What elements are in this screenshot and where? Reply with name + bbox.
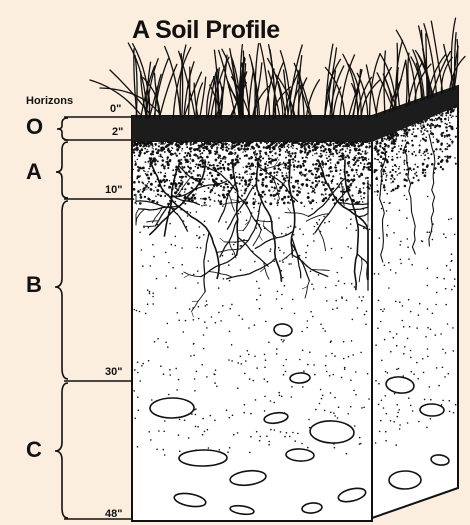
o-horizon-band xyxy=(132,116,372,142)
horizon-a-label: A xyxy=(26,159,42,185)
horizons-heading: Horizons xyxy=(26,95,73,107)
depth-label-10: 10" xyxy=(105,184,122,196)
b-horizon-brace xyxy=(55,201,68,379)
horizon-c-label: C xyxy=(26,437,42,463)
diagram-title: A Soil Profile xyxy=(132,16,280,45)
depth-label-0: 0" xyxy=(110,103,121,115)
horizon-b-label: B xyxy=(26,272,42,298)
c-horizon-brace xyxy=(55,383,68,518)
depth-label-48: 48" xyxy=(105,508,122,520)
depth-label-2: 2" xyxy=(112,126,123,138)
a-horizon-brace xyxy=(56,142,68,198)
soil-front-face xyxy=(132,116,372,521)
horizon-o-label: O xyxy=(26,114,43,140)
o-horizon-brace xyxy=(57,118,68,140)
depth-label-30: 30" xyxy=(105,366,122,378)
